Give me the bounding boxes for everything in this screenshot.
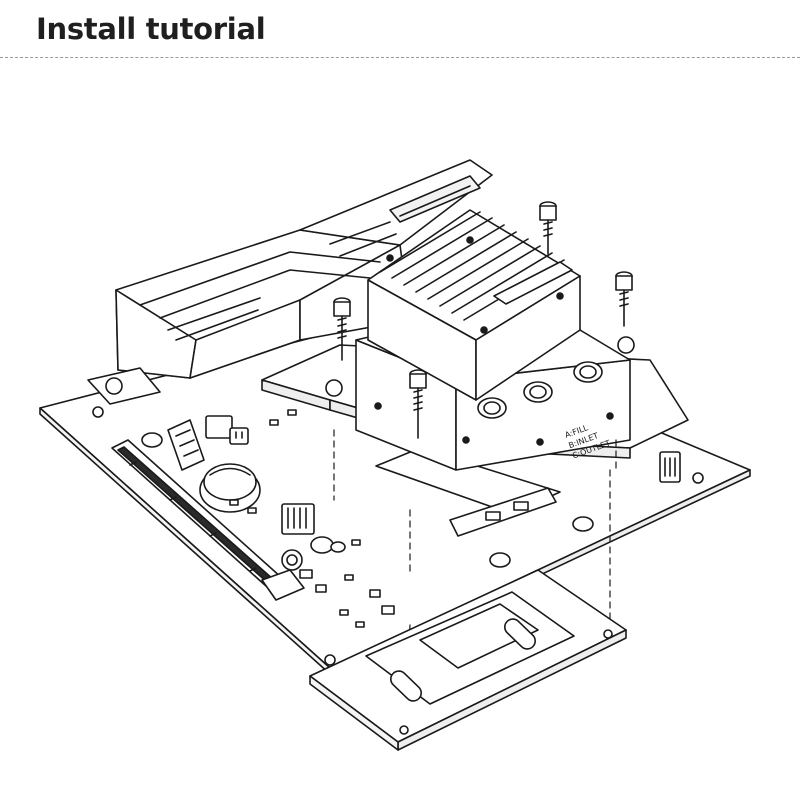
side-connector [659,451,681,483]
capacitors [141,432,594,568]
pcie-latch [261,549,305,601]
page-header: Install tutorial [0,0,800,58]
cpu-socket [375,447,561,537]
m2-connector [167,419,205,471]
install-illustration: A:FILL B:INLET C:OUTLET [0,58,800,800]
header-divider [0,57,800,58]
backplate [309,569,627,751]
smd-components [229,409,395,628]
waterblock [355,209,631,471]
vrm-heatsink [87,159,493,405]
fan-header [205,415,249,445]
install-diagram-svg: A:FILL B:INLET C:OUTLET [39,159,751,751]
pin-header [281,503,315,535]
page-title: Install tutorial [36,12,266,46]
standoff-screws [333,201,633,439]
